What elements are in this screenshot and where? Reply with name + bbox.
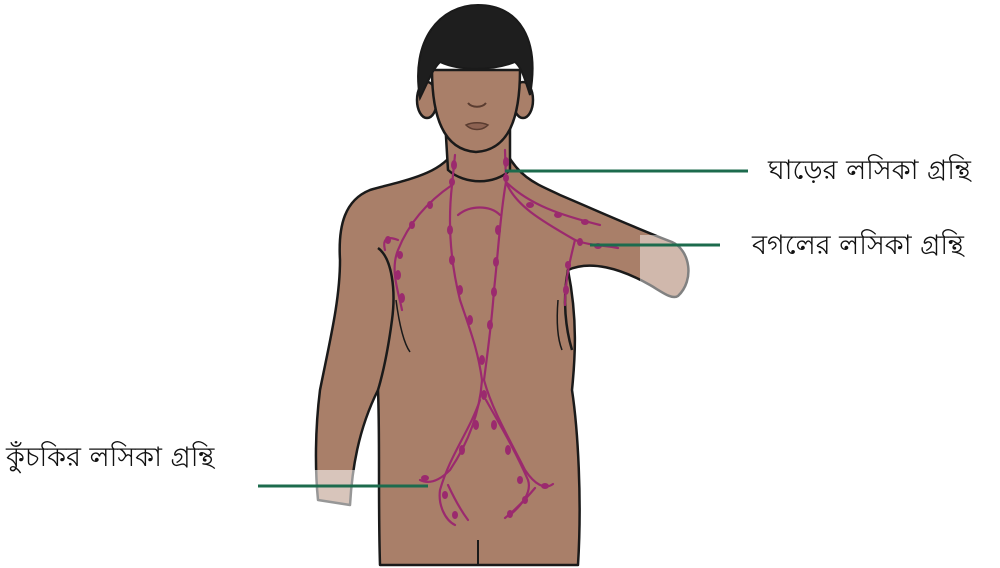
armpit-lymph-node-label: বগলের লসিকা গ্রন্থি	[752, 232, 964, 259]
groin-lymph-node-label: কুঁচকির লসিকা গ্রন্থি	[6, 444, 214, 471]
neck-lymph-node-label: ঘাড়ের লসিকা গ্রন্থি	[768, 157, 971, 184]
